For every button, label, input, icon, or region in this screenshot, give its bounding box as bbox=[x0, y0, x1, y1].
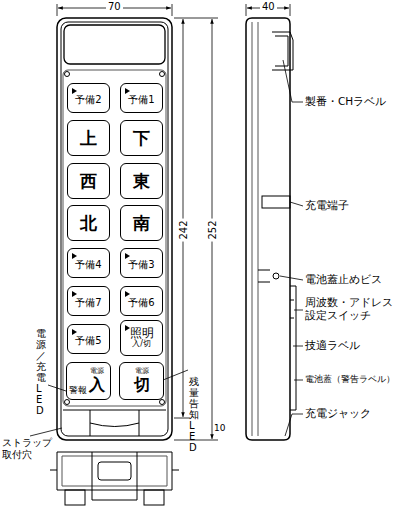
dimension-value: 40 bbox=[260, 1, 277, 13]
part-label: 充電端子 bbox=[305, 199, 349, 212]
key-triangle bbox=[125, 253, 130, 259]
part-label: 電源／充電LED bbox=[36, 328, 46, 416]
key-label: 予備7 bbox=[75, 297, 101, 308]
button-key: 上 bbox=[67, 120, 110, 156]
key-label: 西 bbox=[80, 172, 97, 191]
key-label: 電源 bbox=[135, 368, 149, 376]
button-key: 南 bbox=[120, 205, 163, 241]
key-label: 下 bbox=[133, 129, 150, 148]
key-triangle bbox=[72, 253, 77, 259]
button-key: 下 bbox=[120, 120, 163, 156]
dimension-value: 242 bbox=[178, 218, 190, 241]
key-triangle bbox=[72, 329, 77, 335]
key-triangle bbox=[72, 88, 77, 94]
button-key: 警報電源入 bbox=[66, 362, 111, 400]
key-label: 予備3 bbox=[128, 259, 154, 270]
leader-lines bbox=[30, 60, 303, 436]
button-key: 予備1 bbox=[120, 83, 163, 113]
key-label: 警報 bbox=[69, 386, 87, 396]
key-label: 電源 bbox=[90, 368, 104, 376]
key-label: 入 bbox=[89, 376, 105, 394]
part-label: 電池蓋（警告ラベル） bbox=[305, 373, 395, 384]
button-key: 予備7 bbox=[67, 286, 110, 316]
side-view bbox=[246, 18, 296, 440]
key-label: 予備4 bbox=[75, 259, 101, 270]
button-key: 北 bbox=[67, 205, 110, 241]
key-label: 南 bbox=[133, 214, 150, 233]
key-label: 東 bbox=[133, 172, 150, 191]
part-label: 周波数・アドレス 設定スイッチ bbox=[305, 296, 397, 321]
part-label: 技適ラベル bbox=[305, 339, 360, 352]
button-key: 西 bbox=[67, 163, 110, 199]
part-label: 製番・CHラベル bbox=[305, 95, 386, 108]
button-key: 予備5 bbox=[67, 324, 110, 354]
key-label: 予備5 bbox=[75, 335, 101, 346]
part-label: 充電ジャック bbox=[305, 407, 371, 420]
key-label: 上 bbox=[80, 129, 97, 148]
key-triangle bbox=[125, 291, 130, 297]
key-label: 予備2 bbox=[75, 94, 101, 105]
dimension-value: 252 bbox=[207, 218, 219, 241]
part-label: 電池蓋止めビス bbox=[305, 273, 382, 286]
key-triangle bbox=[125, 325, 130, 331]
key-label: 予備6 bbox=[128, 297, 154, 308]
button-key: 予備3 bbox=[120, 248, 163, 278]
button-key: 東 bbox=[120, 163, 163, 199]
key-triangle bbox=[125, 88, 130, 94]
button-key: 電源切 bbox=[119, 362, 164, 400]
dimension-value: 10 bbox=[214, 423, 225, 434]
part-label: ストラップ 取付穴 bbox=[2, 437, 58, 461]
part-label: 残量告知LED bbox=[189, 376, 199, 453]
key-stack: 電源入 bbox=[89, 368, 105, 393]
button-key: 予備4 bbox=[67, 248, 110, 278]
key-label: 北 bbox=[80, 214, 97, 233]
button-key: 照明入/切 bbox=[120, 320, 163, 356]
button-key: 予備6 bbox=[120, 286, 163, 316]
key-label: 照明 bbox=[130, 327, 154, 340]
key-label: 予備1 bbox=[128, 94, 154, 105]
front-body bbox=[57, 18, 172, 440]
key-label: 入/切 bbox=[132, 340, 151, 349]
key-triangle bbox=[72, 291, 77, 297]
dimension-value: 70 bbox=[106, 1, 123, 13]
bottom-view bbox=[50, 452, 179, 505]
key-label: 切 bbox=[134, 376, 150, 394]
dimension-lines bbox=[57, 4, 290, 440]
button-key: 予備2 bbox=[67, 83, 110, 113]
